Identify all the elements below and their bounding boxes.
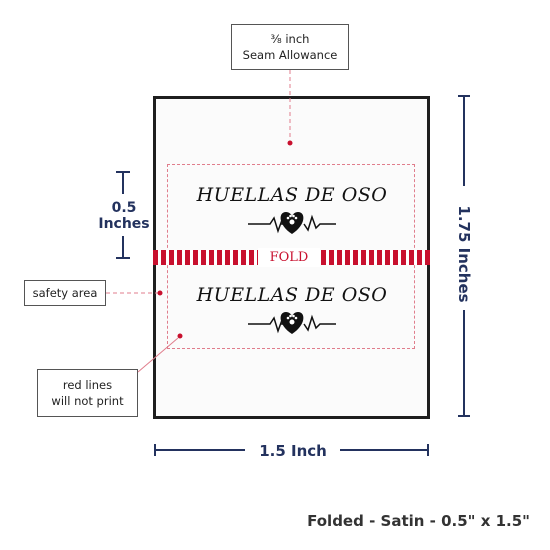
red-lines-callout: red lines will not print [37, 369, 138, 417]
fold-height-unit: Inches [98, 216, 150, 232]
safety-area-label: safety area [32, 286, 98, 300]
fold-height-value: 0.5 [111, 200, 137, 216]
red-lines-label-2: will not print [51, 394, 124, 408]
fold-label: FOLD [258, 248, 320, 267]
brand-name-bottom: HUELLAS DE OSO [196, 284, 388, 306]
seam-allowance-size: ⅜ inch [270, 32, 310, 46]
label-width-dimension [154, 444, 429, 456]
heartbeat-paw-icon-bottom [248, 312, 336, 334]
seam-allowance-label: Seam Allowance [242, 48, 338, 62]
seam-allowance-callout: ⅜ inch Seam Allowance [231, 24, 349, 70]
label-width-value: 1.5 Inch [249, 442, 337, 460]
fold-height-dimension [116, 171, 130, 259]
brand-name-top: HUELLAS DE OSO [196, 184, 388, 206]
footer-caption: Folded - Satin - 0.5" x 1.5" [307, 512, 530, 530]
safety-leader-dot [157, 290, 163, 296]
safety-area-callout: safety area [24, 280, 106, 306]
red-lines-leader-dot [177, 333, 183, 339]
seam-leader-dot [287, 140, 293, 146]
red-lines-leader-line [137, 337, 179, 373]
label-height-dimension [458, 95, 470, 417]
heartbeat-paw-icon-top [248, 212, 336, 234]
red-lines-label-1: red lines [62, 378, 113, 392]
